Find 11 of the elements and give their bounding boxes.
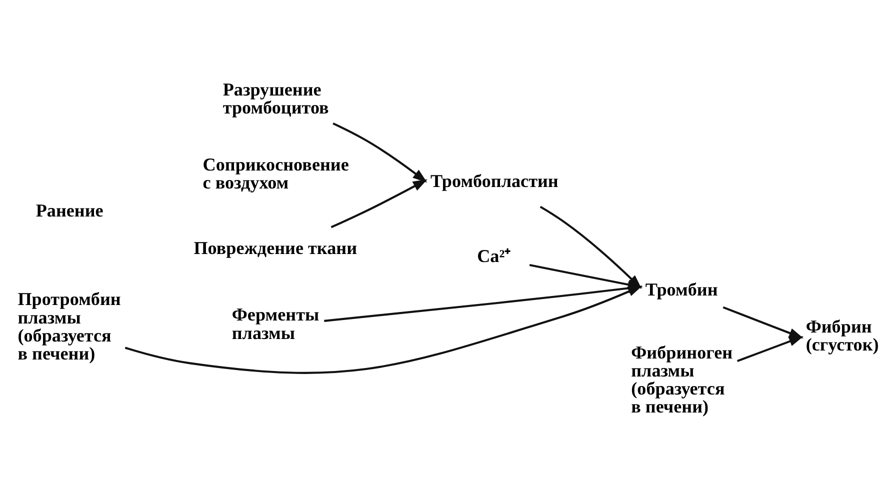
- node-text: Разрушение тромбоцитов: [222, 80, 329, 118]
- node-text: Протромбин плазмы (образуется в печени): [18, 289, 121, 364]
- node-text: Тромбин: [645, 279, 718, 300]
- node-text: Соприкосновение с воздухом: [202, 154, 349, 193]
- node-text: Фибриноген плазмы (образуется в печени): [631, 342, 733, 417]
- node-text: Ферменты плазмы: [232, 304, 320, 343]
- node-text: Фибрин (сгусток): [806, 316, 879, 354]
- node-text: Ca²⁺: [477, 246, 511, 266]
- node-text: Повреждение ткани: [194, 238, 358, 258]
- node-text: Ранение: [36, 200, 104, 221]
- node-text: Тромбопластин: [430, 170, 558, 191]
